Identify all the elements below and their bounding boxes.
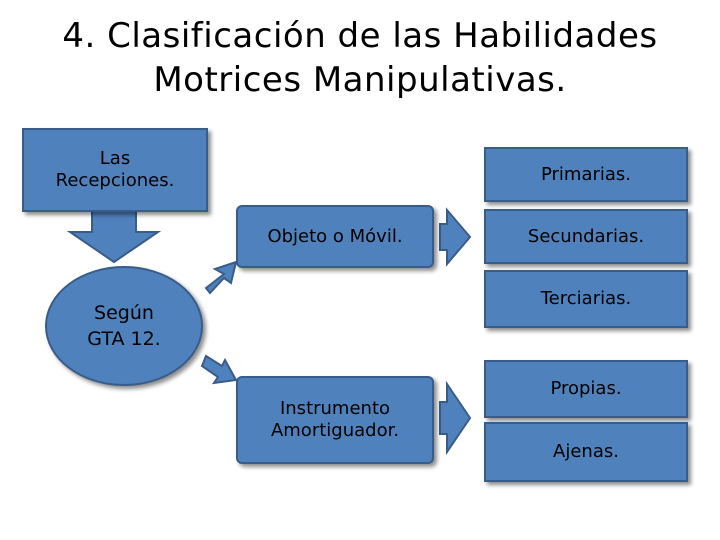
node-objeto-movil: Objeto o Móvil. (236, 205, 434, 268)
node-terciarias: Terciarias. (484, 270, 688, 328)
chevron-arrow-objeto (439, 207, 472, 267)
node-las-recepciones: Las Recepciones. (22, 128, 208, 212)
node-segun-gta: Según GTA 12. (45, 266, 203, 386)
node-primarias: Primarias. (484, 147, 688, 202)
diagonal-arrow-up (204, 260, 238, 295)
chevron-arrow-instrumento (439, 380, 472, 456)
node-instrumento-amortiguador: Instrumento Amortiguador. (236, 376, 434, 464)
node-propias: Propias. (484, 360, 688, 418)
node-ajenas: Ajenas. (484, 422, 688, 482)
slide-title: 4. Clasificación de las Habilidades Motr… (62, 16, 658, 100)
diagonal-arrow-down (200, 354, 238, 385)
down-arrow (66, 209, 162, 264)
node-secundarias: Secundarias. (484, 209, 688, 264)
